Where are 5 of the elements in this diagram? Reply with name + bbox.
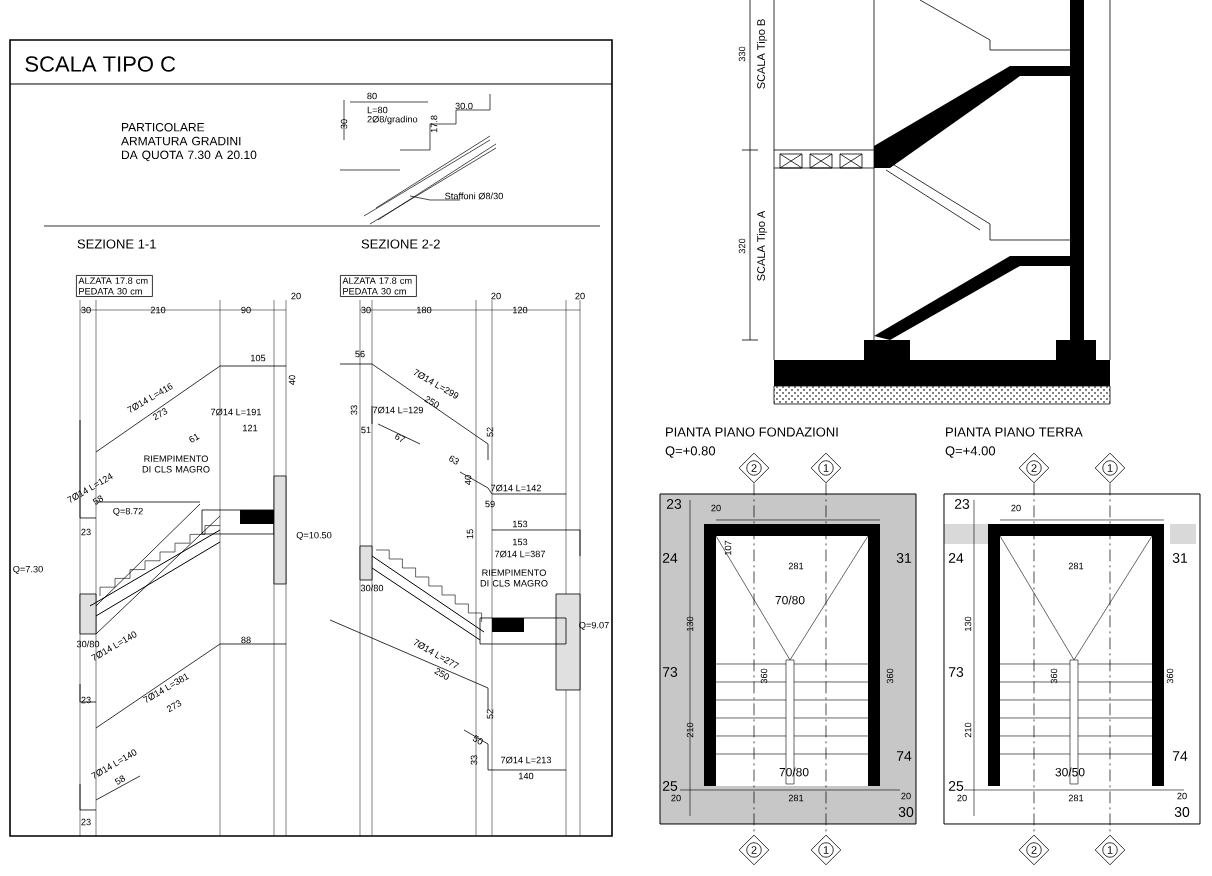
section-line [753, 483, 755, 835]
section-line [1033, 483, 1035, 835]
diagram-title: SCALA TIPO C [25, 56, 176, 72]
section-line [1109, 483, 1111, 835]
section-line [825, 483, 827, 835]
